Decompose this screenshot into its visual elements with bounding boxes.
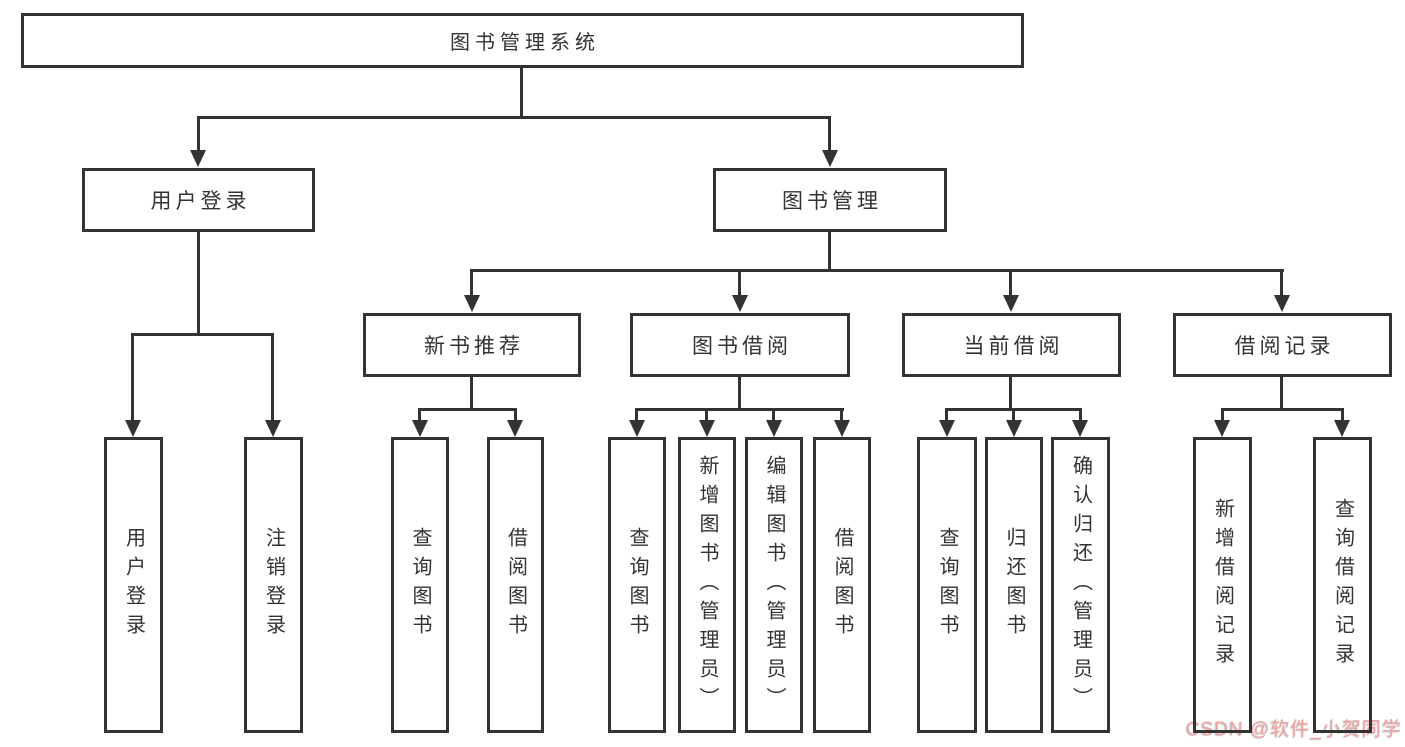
arrowhead-down-icon [464, 295, 480, 312]
node-label: 查询借阅记录 [1331, 498, 1354, 672]
node-label: 查询图书 [936, 527, 958, 643]
node-label: 归还图书 [1003, 527, 1025, 643]
node-label: 图书借阅 [692, 335, 792, 358]
node-label: 注销登录 [262, 527, 285, 643]
connector-root-split [197, 116, 831, 119]
leaf-query-borrow-record: 查询借阅记录 [1313, 437, 1372, 733]
connector-stem-leaf [418, 408, 421, 421]
node-new-book-recommend: 新书推荐 [363, 313, 581, 377]
arrowhead-down-icon [1072, 420, 1088, 437]
leaf-edit-book-admin: 编辑图书（管理员） [745, 437, 803, 733]
leaf-query-books-recommend: 查询图书 [391, 437, 449, 733]
connector-stem-leaf [1221, 408, 1224, 421]
connector-stem-level2 [738, 269, 741, 297]
node-label: 新增借阅记录 [1211, 498, 1234, 672]
leaf-add-book-admin: 新增图书（管理员） [678, 437, 736, 733]
arrowhead-down-icon [507, 420, 523, 437]
node-label: 借阅记录 [1234, 335, 1335, 358]
node-label: 当前借阅 [963, 335, 1064, 358]
watermark: CSDN @软件_小贺同学 [1186, 719, 1402, 740]
connector-stem-leaf [131, 333, 134, 421]
leaf-logout: 注销登录 [244, 437, 303, 733]
node-label: 新增图书（管理员） [696, 454, 718, 716]
node-label: 查询图书 [409, 527, 431, 643]
connector-stem-leaf [514, 408, 517, 421]
connector-user-login-trunk [197, 230, 200, 336]
connector-current-borrow-trunk [1009, 375, 1012, 411]
node-library-management-system: 图书管理系统 [21, 13, 1024, 68]
leaf-query-books-borrow: 查询图书 [608, 437, 666, 733]
leaf-return-book: 归还图书 [985, 437, 1043, 733]
arrowhead-down-icon [265, 420, 281, 437]
node-book-management: 图书管理 [713, 168, 947, 232]
connector-borrow-record-trunk [1280, 375, 1283, 411]
connector-book-management-split [470, 269, 1284, 272]
arrowhead-down-icon [939, 420, 955, 437]
connector-stem-leaf [635, 408, 638, 421]
node-book-borrow: 图书借阅 [630, 313, 850, 377]
connector-new-book-trunk [470, 375, 473, 411]
arrowhead-down-icon [1334, 420, 1350, 437]
arrowhead-down-icon [1214, 420, 1230, 437]
connector-stem-leaf [1079, 408, 1082, 421]
leaf-user-login: 用户登录 [104, 437, 163, 733]
node-label: 查询图书 [626, 527, 648, 643]
leaf-borrow-books-recommend: 借阅图书 [487, 437, 544, 733]
leaf-confirm-return-admin: 确认归还（管理员） [1051, 437, 1110, 733]
connector-book-borrow-split [635, 408, 844, 411]
arrowhead-down-icon [834, 420, 850, 437]
node-label: 新书推荐 [424, 335, 524, 358]
arrowhead-down-icon [1003, 295, 1019, 312]
connector-new-book-split [418, 408, 517, 411]
node-current-borrow: 当前借阅 [902, 313, 1121, 377]
arrowhead-down-icon [699, 420, 715, 437]
node-label: 图书管理系统 [450, 32, 600, 54]
node-user-login: 用户登录 [82, 168, 315, 232]
arrowhead-down-icon [190, 150, 206, 167]
leaf-add-borrow-record: 新增借阅记录 [1193, 437, 1252, 733]
node-label: 借阅图书 [831, 527, 853, 643]
connector-stem-book-management [828, 116, 831, 152]
connector-stem-leaf [772, 408, 775, 421]
node-label: 编辑图书（管理员） [763, 454, 785, 716]
connector-book-management-trunk [828, 230, 831, 272]
arrowhead-down-icon [629, 420, 645, 437]
node-label: 用户登录 [122, 527, 145, 643]
connector-user-login-split [131, 333, 273, 336]
connector-borrow-record-split [1221, 408, 1344, 411]
leaf-borrow-books: 借阅图书 [813, 437, 871, 733]
arrowhead-down-icon [412, 420, 428, 437]
node-label: 用户登录 [150, 190, 251, 213]
connector-stem-level2 [1009, 269, 1012, 297]
connector-stem-level2 [470, 269, 473, 297]
arrowhead-down-icon [732, 295, 748, 312]
node-label: 借阅图书 [504, 527, 527, 643]
connector-stem-leaf [1341, 408, 1344, 421]
connector-stem-leaf [840, 408, 843, 421]
connector-root-trunk [520, 66, 523, 119]
arrowhead-down-icon [125, 420, 141, 437]
connector-book-borrow-trunk [738, 375, 741, 411]
arrowhead-down-icon [766, 420, 782, 437]
connector-stem-leaf [1012, 408, 1015, 421]
connector-stem-user-login [197, 116, 200, 152]
node-label: 确认归还（管理员） [1069, 454, 1092, 716]
arrowhead-down-icon [1006, 420, 1022, 437]
connector-stem-level2 [1280, 269, 1283, 297]
connector-stem-leaf [271, 333, 274, 421]
node-borrow-record: 借阅记录 [1173, 313, 1392, 377]
arrowhead-down-icon [822, 150, 838, 167]
connector-stem-leaf [945, 408, 948, 421]
node-label: 图书管理 [782, 190, 882, 213]
connector-stem-leaf [705, 408, 708, 421]
arrowhead-down-icon [1274, 295, 1290, 312]
leaf-query-books-current: 查询图书 [917, 437, 977, 733]
